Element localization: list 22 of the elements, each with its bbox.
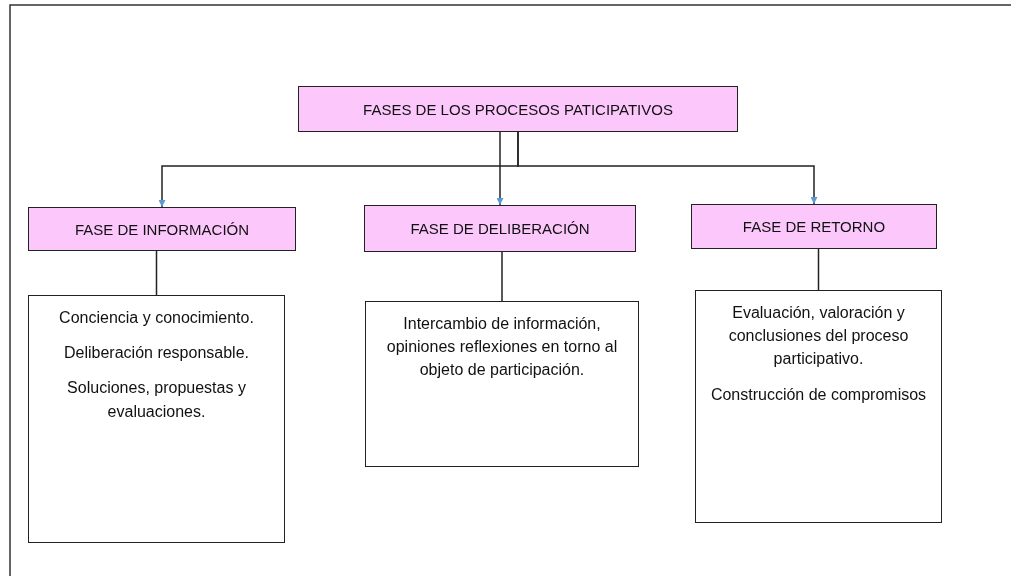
node-title: FASE DE RETORNO [742,218,886,235]
description-text: Intercambio de información, opiniones reflexiones en torno al objeto de participación. [385,314,619,381]
phase-box [364,205,636,252]
arrow [517,131,818,205]
description-text: Evaluación, valoración y conclusiones del proceso participativo. [727,303,910,370]
connector-line [155,250,158,296]
arrow [496,131,504,206]
phase-box [691,204,937,249]
description-box [695,290,942,523]
connector-line [817,248,820,291]
description-text: Conciencia y conocimiento. [59,308,254,328]
node-title: FASE DE INFORMACIÓN [74,220,250,238]
connector-line [501,251,503,302]
title-box [298,86,738,132]
description-box [28,295,285,543]
description-text: Construcción de compromisos [710,384,927,405]
node-title: FASES DE LOS PROCESOS PATICIPATIVOS [363,100,673,118]
description-text: Soluciones, propuestas y evaluaciones. [66,378,247,422]
node-title: FASE DE DELIBERACIÓN [410,220,590,237]
description-box [365,301,639,467]
description-text: Deliberación responsable. [64,343,249,364]
phase-box [28,207,296,251]
